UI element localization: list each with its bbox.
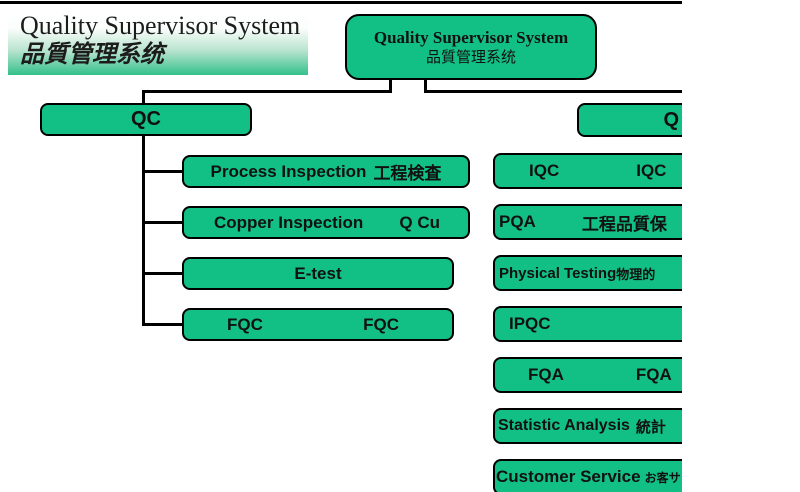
node-process-inspection: Process Inspection 工程検査 <box>182 155 470 188</box>
connector-root-left-stub <box>389 78 392 92</box>
node-pqa: PQA 工程品質保 <box>493 204 682 240</box>
node-statistic-analysis-label-en: Statistic Analysis <box>498 417 630 434</box>
connector-root-right-stub <box>424 78 427 92</box>
node-qc: QC <box>40 103 252 136</box>
node-qc-label: QC <box>131 108 161 130</box>
node-copper-inspection-label-en: Copper Inspection <box>214 212 364 232</box>
node-copper-inspection: Copper Inspection Q Cu <box>182 206 470 239</box>
connector-stub-etest <box>142 272 184 275</box>
title-banner: Quality Supervisor System 品質管理系统 <box>8 10 308 75</box>
connector-horizontal-left <box>142 90 392 93</box>
node-copper-inspection-label-jp: Q Cu <box>399 212 440 232</box>
node-qa: Q <box>577 103 682 137</box>
node-etest: E-test <box>182 257 454 290</box>
node-ipqc: IPQC <box>493 306 682 342</box>
page-subtitle: 品質管理系统 <box>20 42 164 68</box>
node-pqa-label-jp: 工程品質保 <box>581 214 667 234</box>
node-fqa-label-en: FQA <box>528 365 564 384</box>
node-ipqc-label: IPQC <box>509 314 551 333</box>
node-root-title: Quality Supervisor System <box>373 28 569 47</box>
node-iqc: IQC IQC <box>493 153 682 189</box>
node-physical-testing-label-jp: 物理的 <box>616 266 656 282</box>
node-customer-service: Customer Service お客サ <box>493 459 682 492</box>
node-fqc-label-jp: FQC <box>363 314 399 334</box>
node-etest-label: E-test <box>294 263 342 283</box>
connector-stub-copper <box>142 221 184 224</box>
org-chart: Quality Supervisor System 品質管理系统 Quality… <box>0 0 682 492</box>
page-title: Quality Supervisor System <box>20 11 301 40</box>
node-process-inspection-label-jp: 工程検査 <box>373 164 442 183</box>
node-process-inspection-label-en: Process Inspection <box>210 161 367 181</box>
node-pqa-label-en: PQA <box>499 212 536 231</box>
connector-horizontal-right <box>424 90 682 93</box>
node-fqa: FQA FQA <box>493 357 682 393</box>
node-statistic-analysis-label-jp: 統計 <box>635 418 666 436</box>
node-fqc-label-en: FQC <box>227 314 263 334</box>
connector-qc-trunk <box>142 135 145 326</box>
node-physical-testing-label-en: Physical Testing <box>499 264 617 282</box>
connector-stub-fqc <box>142 323 184 326</box>
node-statistic-analysis: Statistic Analysis 統計 <box>493 408 682 444</box>
node-qa-label: Q <box>663 108 679 131</box>
node-root: Quality Supervisor System 品質管理系统 <box>345 14 597 80</box>
node-customer-service-label-jp: お客サ <box>644 470 681 485</box>
node-root-subtitle: 品質管理系统 <box>425 49 516 66</box>
connector-stub-process <box>142 170 184 173</box>
node-fqa-label-jp: FQA <box>635 365 672 384</box>
node-customer-service-label-en: Customer Service <box>496 467 641 486</box>
connector-qc-drop <box>142 90 145 105</box>
top-border-line <box>0 1 682 4</box>
node-iqc-label-en: IQC <box>529 161 560 180</box>
node-physical-testing: Physical Testing 物理的 <box>493 255 682 291</box>
node-fqc: FQC FQC <box>182 308 454 341</box>
node-iqc-label-jp: IQC <box>636 161 667 180</box>
